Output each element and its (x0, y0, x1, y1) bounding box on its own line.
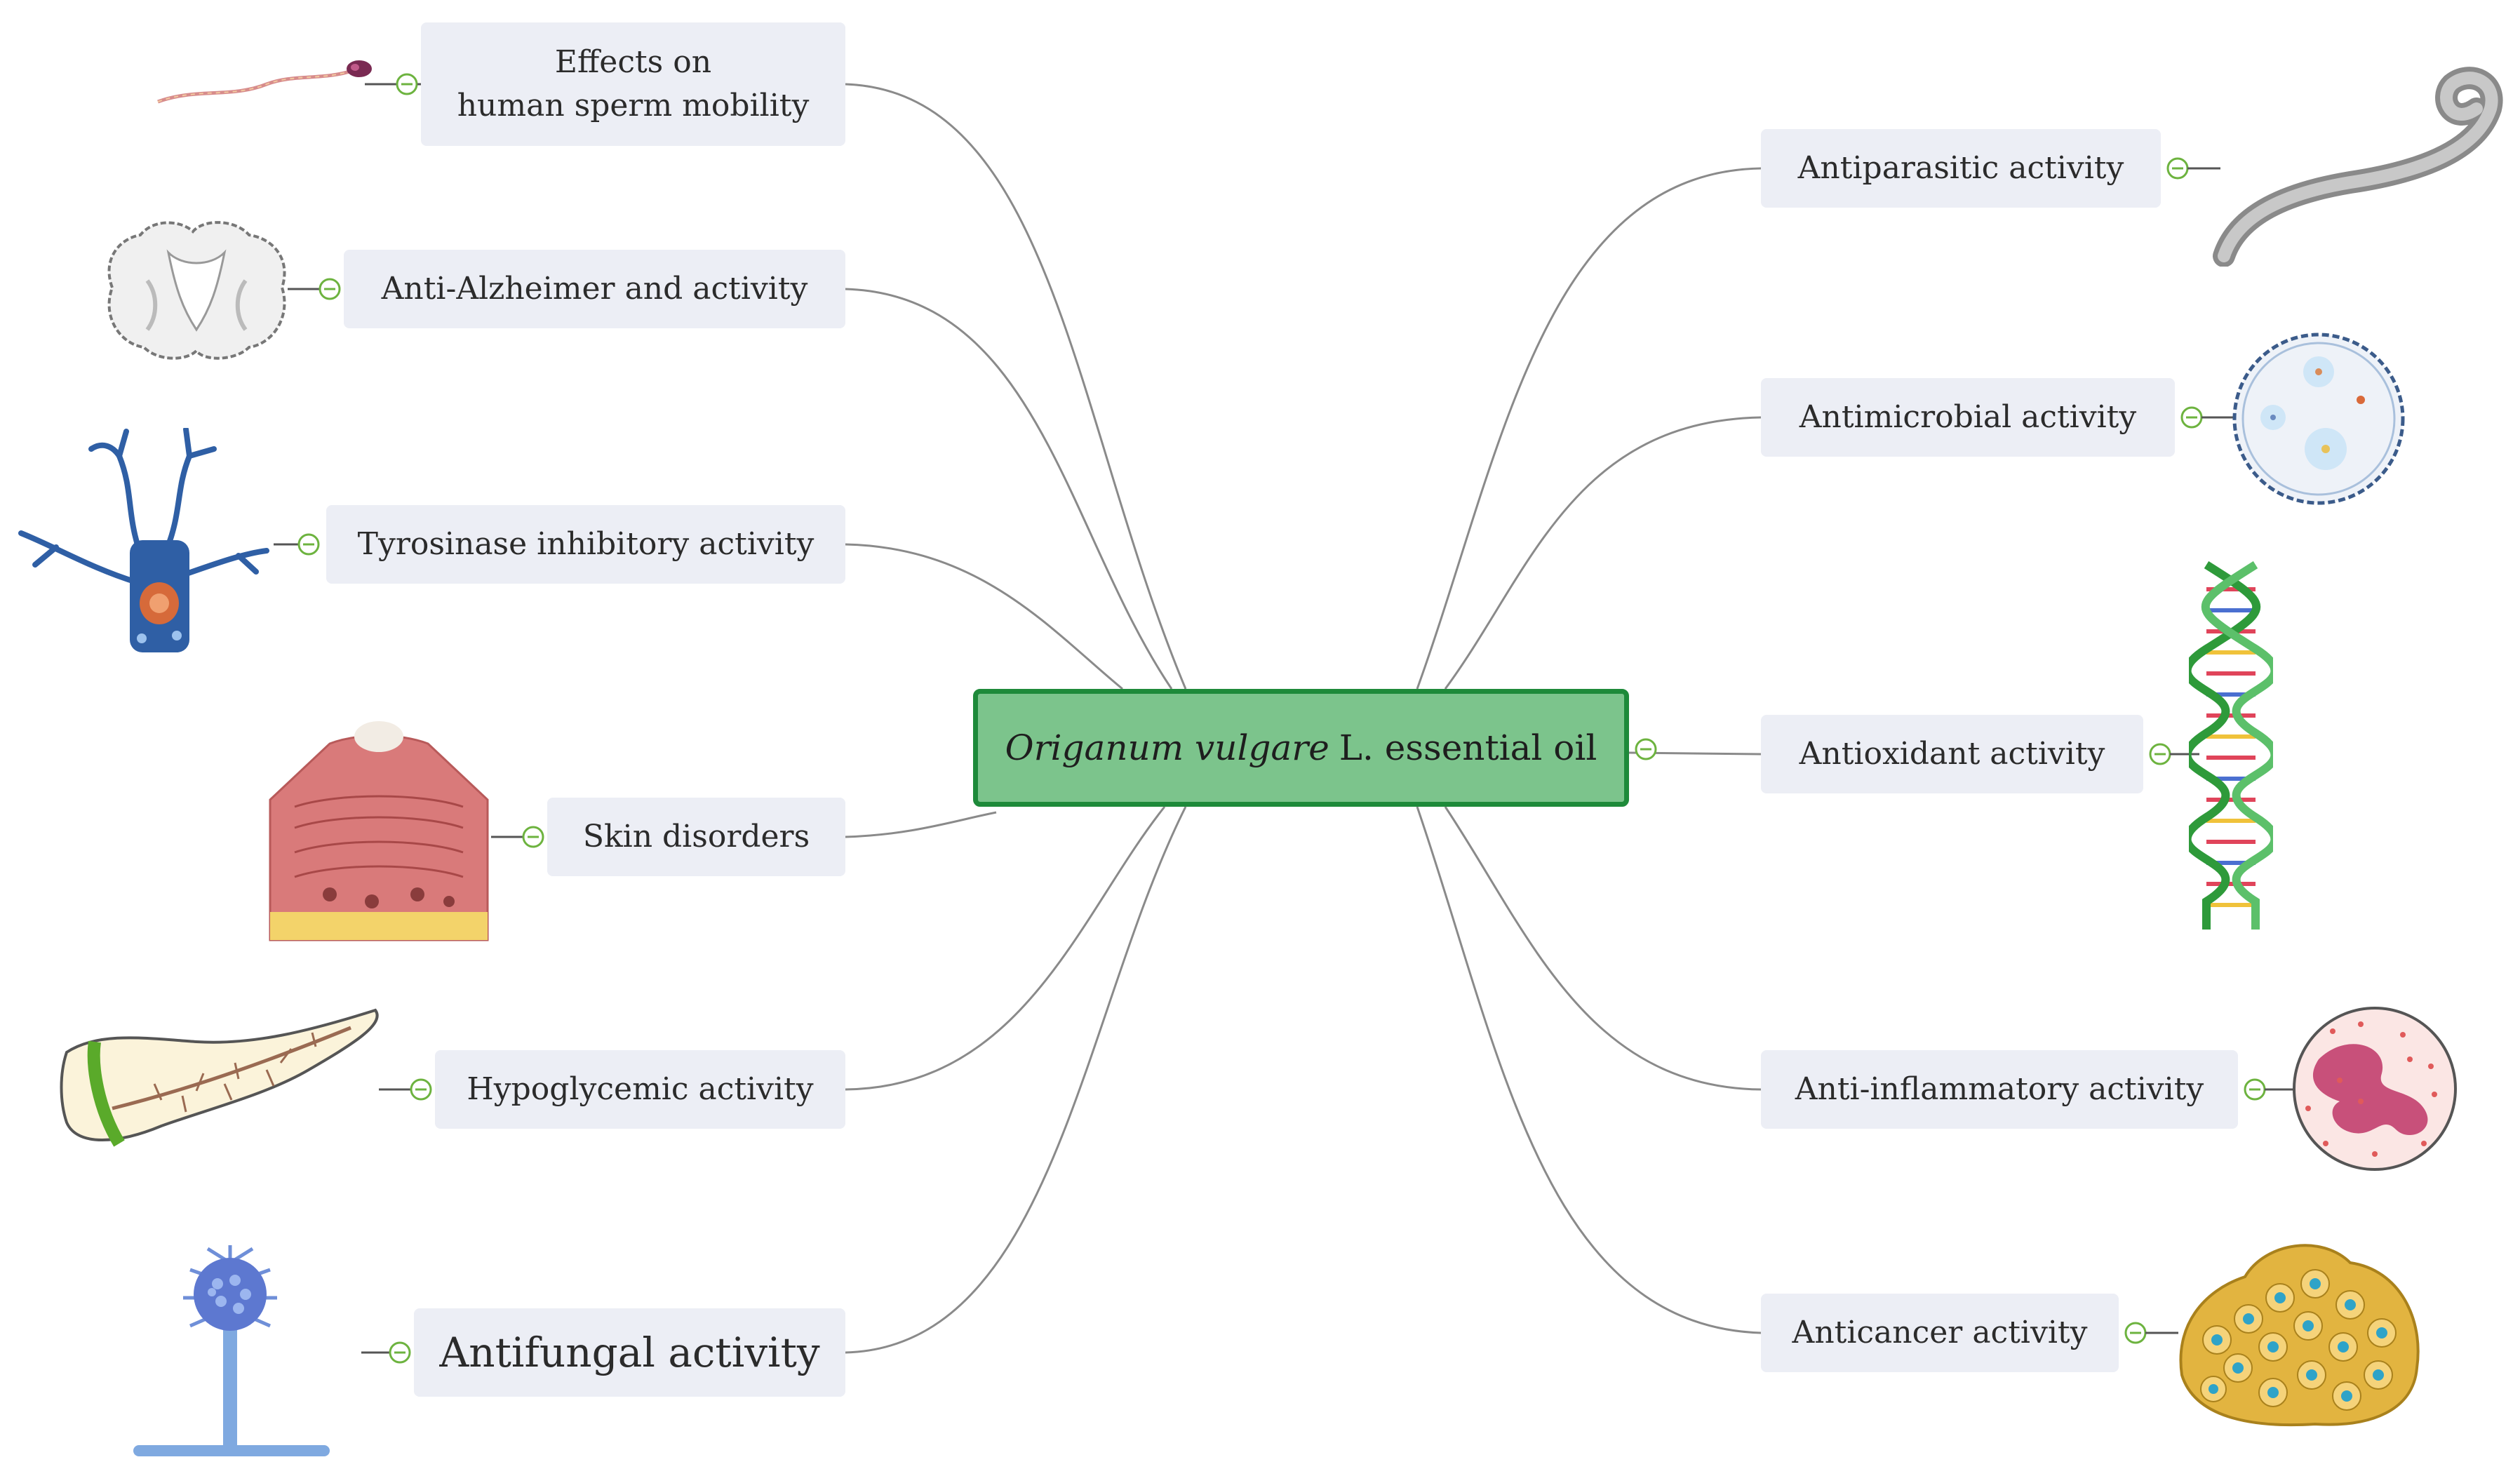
topic-antimicrobial[interactable]: Antimicrobial activity (1761, 378, 2175, 457)
aspergillus-fungus-icon (133, 1245, 330, 1456)
nematode-worm-icon (2213, 67, 2503, 267)
skin-layer-icon (269, 721, 489, 941)
sperm-cell-icon (157, 60, 372, 104)
brain-section-icon (107, 221, 286, 360)
topic-antiparasitic-label: Antiparasitic activity (1797, 150, 2124, 186)
pancreas-icon (60, 1008, 379, 1147)
topic-antifungal-label: Antifungal activity (439, 1329, 820, 1376)
melanocyte-cell-icon (18, 428, 269, 652)
link-antifungal (845, 806, 1187, 1354)
topic-sperm-line2: human sperm mobility (457, 88, 810, 123)
topic-antioxidant-label: Antioxidant activity (1799, 736, 2105, 772)
link-alzheimer (845, 288, 1173, 690)
central-topic-species: Origanum vulgare (1005, 727, 1329, 768)
link-sperm (845, 83, 1187, 690)
topic-antimicrobial-label: Antimicrobial activity (1799, 399, 2137, 435)
link-anticancer (1416, 806, 1762, 1334)
topic-anticancer[interactable]: Anticancer activity (1761, 1294, 2119, 1372)
topic-hypoglycemic[interactable]: Hypoglycemic activity (435, 1050, 845, 1129)
petri-dish-icon (2232, 333, 2405, 505)
topic-anti-inflammatory[interactable]: Anti-inflammatory activity (1761, 1050, 2238, 1129)
link-antiinflammatory (1444, 806, 1762, 1091)
tumor-cells-icon (2179, 1244, 2420, 1427)
topic-tyrosinase[interactable]: Tyrosinase inhibitory activity (326, 505, 845, 584)
central-topic-rest: L. essential oil (1339, 727, 1597, 768)
link-skin (845, 811, 997, 838)
topic-antifungal[interactable]: Antifungal activity (414, 1308, 845, 1397)
link-antiparasitic (1416, 167, 1762, 690)
link-hypoglycemic (845, 806, 1166, 1091)
topic-tyrosinase-label: Tyrosinase inhibitory activity (357, 526, 815, 562)
topic-sperm-mobility[interactable]: Effects on human sperm mobility (421, 22, 845, 146)
topic-antiinflammatory-label: Anti-inflammatory activity (1795, 1071, 2204, 1107)
topic-anti-alzheimer[interactable]: Anti-Alzheimer and activity (344, 250, 845, 328)
topic-hypoglycemic-label: Hypoglycemic activity (467, 1071, 814, 1107)
dna-helix-icon (2189, 561, 2273, 930)
central-topic[interactable]: Origanum vulgare L. essential oil (973, 689, 1629, 807)
topic-antioxidant[interactable]: Antioxidant activity (1761, 715, 2143, 793)
topic-skin-label: Skin disorders (582, 819, 810, 854)
link-antimicrobial (1444, 416, 1762, 690)
topic-anticancer-label: Anticancer activity (1792, 1315, 2088, 1350)
topic-sperm-line1: Effects on (554, 44, 712, 80)
link-tyrosinase (845, 543, 1123, 690)
markers (274, 73, 2294, 1364)
topic-antiparasitic[interactable]: Antiparasitic activity (1761, 129, 2161, 208)
topic-skin-disorders[interactable]: Skin disorders (547, 798, 845, 876)
topic-alzheimer-label: Anti-Alzheimer and activity (381, 271, 808, 307)
neutrophil-cell-icon (2293, 1007, 2457, 1171)
